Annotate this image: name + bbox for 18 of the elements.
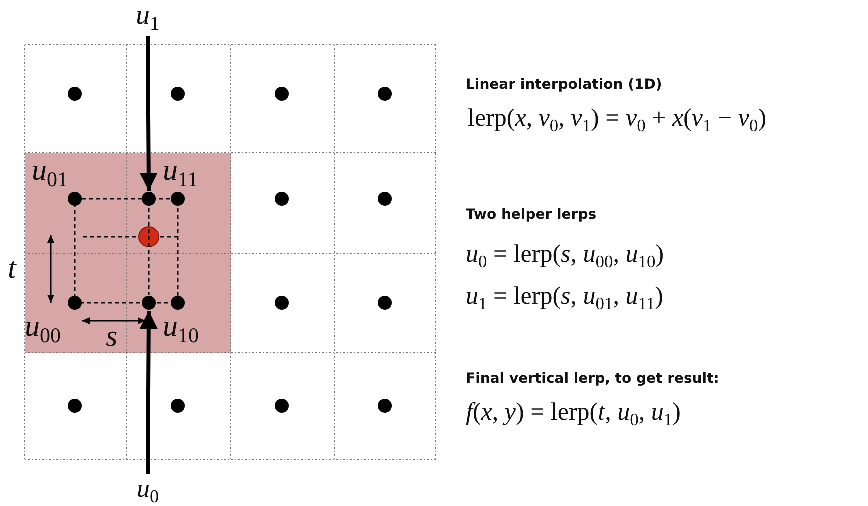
- math-label: t: [8, 254, 16, 284]
- math-label: u$_{0}$: [137, 476, 160, 506]
- formula: f(x, y) = lerp(t, u$_{0}$, u$_{1}$): [466, 400, 681, 429]
- math-label: u$_{11}$: [163, 156, 198, 190]
- formula: u$_{1}$ = lerp(s, u$_{01}$, u$_{11}$): [466, 284, 664, 313]
- section-heading: Final vertical lerp, to get result:: [466, 372, 720, 386]
- arrow: [140, 36, 158, 192]
- arrow: [140, 310, 158, 474]
- math-label: u$_{10}$: [163, 312, 199, 346]
- math-label: s: [106, 322, 118, 352]
- section-heading: Linear interpolation (1D): [466, 78, 662, 92]
- formula: u$_{0}$ = lerp(s, u$_{00}$, u$_{10}$): [466, 242, 664, 271]
- section-heading: Two helper lerps: [466, 208, 597, 222]
- math-label: u$_{1}$: [136, 2, 160, 34]
- math-label: u$_{01}$: [32, 156, 68, 190]
- dashed-line: [148, 208, 150, 295]
- math-label: u$_{00}$: [25, 312, 61, 346]
- formula: lerp(x, v$_{0}$, v$_{1}$) = v$_{0}$ + x(v$_{1}$ − v$_{0}$): [468, 106, 767, 135]
